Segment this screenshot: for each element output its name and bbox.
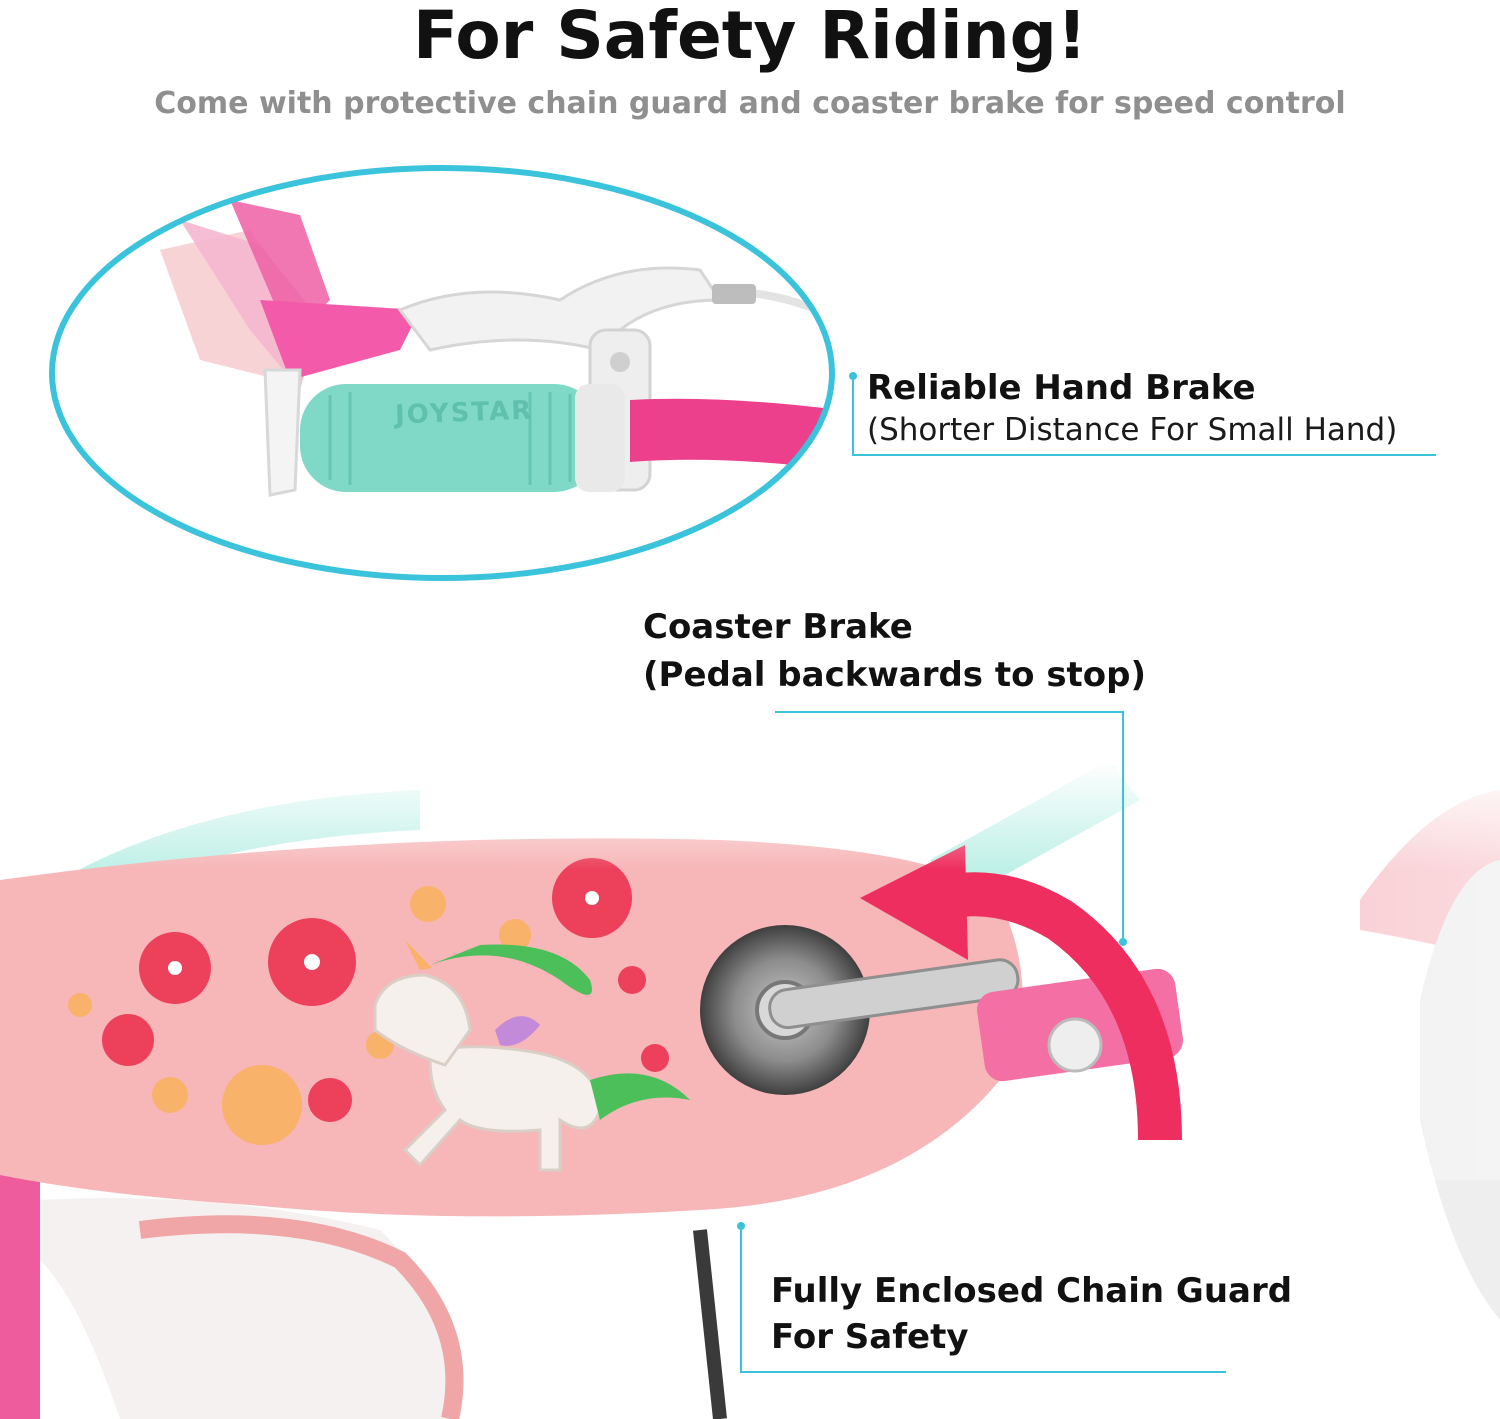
grip-brand-label: JOYSTAR	[394, 395, 534, 431]
hand-brake-dot	[849, 372, 857, 380]
coaster-brake-title: Coaster Brake	[643, 607, 913, 647]
chain-guard-dot	[737, 1222, 745, 1230]
page-subtitle: Come with protective chain guard and coa…	[154, 86, 1346, 121]
grip	[300, 384, 600, 492]
coaster-brake-callout: Coaster Brake (Pedal backwards to stop)	[643, 603, 1146, 699]
chain-guard-leader	[740, 1226, 1226, 1373]
handlebar	[630, 398, 832, 470]
backward-arrow	[957, 872, 1182, 1141]
chain-guard-subtitle: For Safety	[771, 1317, 969, 1357]
page-title: For Safety Riding!	[412, 0, 1088, 74]
crank-arm	[768, 958, 1020, 1030]
hand-brake-subtitle: (Shorter Distance For Small Hand)	[867, 412, 1398, 448]
chain-guard-callout: Fully Enclosed Chain Guard For Safety	[771, 1268, 1292, 1360]
highlight-oval	[49, 165, 835, 581]
hand-brake-photo	[49, 165, 835, 581]
hand-brake-leader	[852, 376, 1436, 456]
coaster-brake-dot	[1119, 938, 1127, 946]
flower-decals	[68, 858, 669, 1145]
callout-lines	[740, 376, 1436, 1373]
hand-brake-callout: Reliable Hand Brake (Shorter Distance Fo…	[867, 366, 1397, 450]
coaster-brake-subtitle: (Pedal backwards to stop)	[643, 655, 1147, 695]
coaster-brake-leader	[775, 711, 1124, 942]
chain-guard-photo	[0, 760, 1500, 1419]
unicorn-decal	[373, 940, 690, 1172]
hand-brake-title: Reliable Hand Brake	[867, 368, 1256, 408]
chain-guard-title: Fully Enclosed Chain Guard	[771, 1271, 1293, 1311]
